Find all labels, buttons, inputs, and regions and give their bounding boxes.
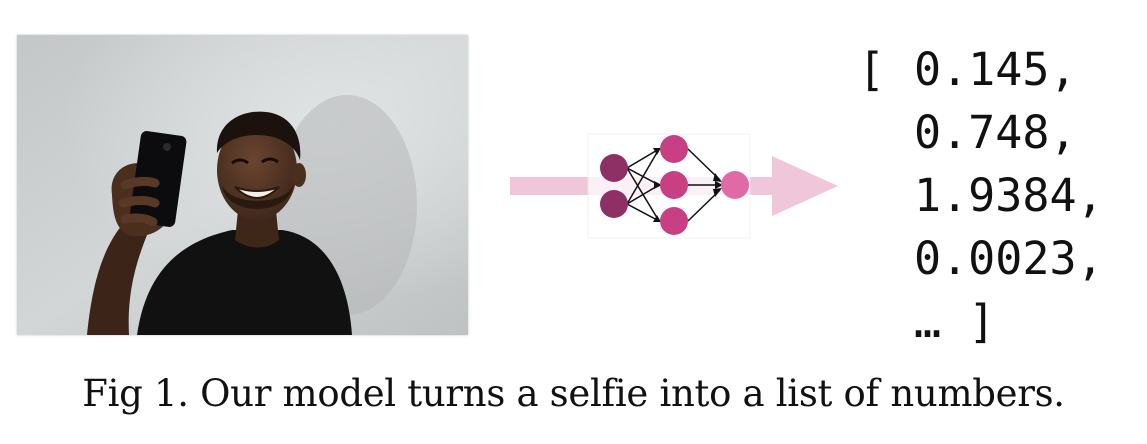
vector-value: 1.9384, [914, 169, 1104, 222]
vector-row: 0.748, [858, 101, 1138, 164]
selfie-photo [17, 35, 468, 335]
neural-network-icon [600, 135, 749, 235]
vector-row: 1.9384, [858, 164, 1138, 227]
vector-value: 0.0023, [914, 232, 1104, 285]
vector-ellipsis: … [914, 295, 942, 348]
vector-value: 0.748, [914, 106, 1077, 159]
output-vector: [0.145, 0.748, 1.9384, 0.0023, … ] [858, 38, 1138, 353]
model-flow [510, 130, 840, 242]
vector-row: … ] [858, 290, 1138, 353]
vector-close-bracket: ] [968, 295, 996, 348]
vector-row: [0.145, [858, 38, 1138, 101]
vector-open-bracket: [ [858, 43, 886, 96]
vector-row: 0.0023, [858, 227, 1138, 290]
figure-caption: Fig 1. Our model turns a selfie into a l… [82, 372, 1065, 415]
vector-value: 0.145, [914, 43, 1077, 96]
